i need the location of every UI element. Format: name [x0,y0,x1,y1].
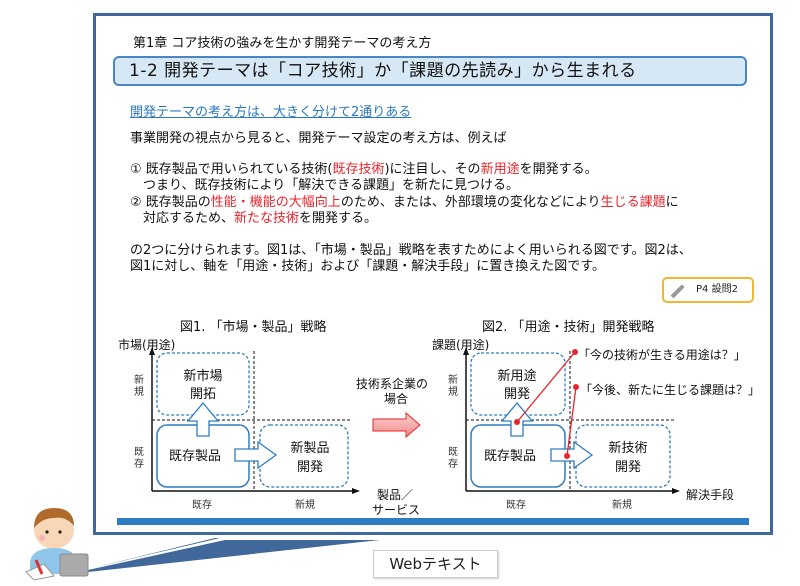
transition-label-l2: 場合 [384,392,409,406]
text-segment: を開発する。 [299,211,378,226]
item2-line1: ② 既存製品の性能・機能の大幅向上のため、または、外部環境の変化などにより生じる… [130,195,679,211]
figure1-x-axis-label-l1: 製品／ [377,488,414,502]
figure2-y-tick-new: 新規 [448,375,458,398]
figure2-box-existing: 既存製品 [484,449,536,464]
pencil-icon [670,284,685,299]
highlight-performance: 性能・機能の大幅向上 [210,195,341,210]
figure1-x-axis-label-l2: サービス [372,503,421,517]
text-segment: ② 既存製品の [130,195,211,210]
text-segment: )に注目し、その [384,162,481,177]
summary-line1: の2つに分けられます。図1は、「市場・製品」戦略を表すためによく用いられる図です… [130,243,692,258]
highlight-new-use: 新用途 [480,162,520,177]
question-link-button[interactable]: P4 設問2 [662,277,754,303]
figure1-diagram: 新市場 開拓 既存製品 新製品 開発 [149,347,360,494]
figure1-y-tick-existing: 既存 [134,447,144,470]
highlight-existing-tech: 既存技術 [332,162,385,177]
figure2-box-new-tech-l2: 開発 [615,460,641,475]
text-segment: ① 既存製品で用いられている技術( [130,162,333,177]
figure1-box-existing: 既存製品 [169,449,221,464]
figure1-x-tick-existing: 既存 [192,500,212,511]
figure2-title: 図2. 「用途・技術」開発戦略 [482,320,655,335]
text-segment: を開発する。 [519,162,598,177]
intro-text: 事業開発の視点から見ると、開発テーマ設定の考え方は、例えば [130,131,507,146]
figure2-box-new-use-l2: 開発 [504,387,530,402]
figure2-x-tick-existing: 既存 [506,500,526,511]
figure2-y-axis-label: 課題(用途) [432,338,490,352]
highlight-new-tech: 新たな技術 [234,211,300,226]
item2-line2: 対応するため、新たな技術を開発する。 [130,211,377,227]
figure2-x-axis-label: 解決手段 [686,488,735,502]
figure2-callout-current-tech: 「今の技術が生きる用途は？」 [578,348,746,362]
item1-line1: ① 既存製品で用いられている技術(既存技術)に注目し、その新用途を開発する。 [130,162,598,178]
figure1-x-tick-new: 新規 [295,500,315,511]
section-title: 1-2 開発テーマは「コア技術」か「課題の先読み」から生まれる [113,56,747,86]
figure1-y-tick-new: 新規 [134,375,144,398]
figure1-box-new-product-l2: 開発 [297,460,323,475]
text-segment: のため、または、外部環境の変化などにより [340,195,601,210]
figure1-box-new-product-l1: 新製品 [290,440,329,456]
subheading-link: 開発テーマの考え方は、大きく分けて2通りある [130,105,412,120]
figure1-y-axis-label: 市場(用途) [118,338,176,352]
bottom-accent-bar [117,518,749,525]
highlight-arising-issues: 生じる課題 [600,195,666,210]
web-text-label: Webテキスト [373,550,498,578]
question-link-label: P4 設問2 [696,284,738,295]
text-segment: に [665,195,679,210]
student-illustration [25,508,89,581]
transition-label-l1: 技術系企業の [356,377,429,391]
text-segment: 対応するため、 [130,211,235,226]
figure2-x-tick-new: 新規 [612,500,632,511]
figure2-box-new-use-l1: 新用途 [497,368,536,384]
figure2-diagram: 新用途 開発 既存製品 新技術 開発 [463,347,680,494]
content-frame [93,13,773,535]
figure2-y-tick-existing: 既存 [448,447,458,470]
figure1-box-new-market-l2: 開拓 [190,387,216,402]
figure1-title: 図1. 「市場・製品」戦略 [180,320,327,335]
chapter-heading: 第1章 コア技術の強みを生かす開発テーマの考え方 [133,36,432,51]
figure1-box-new-market-l1: 新市場 [183,368,222,384]
summary-line2: 図1に対し、軸を「用途・技術」および「課題・解決手段」に置き換えた図です。 [130,259,605,274]
figure2-callout-future-issues: 「今後、新たに生じる課題は？」 [580,383,761,397]
transition-arrow-icon [372,412,421,438]
item1-line2: つまり、既存技術により「解決できる課題」を新たに見つける。 [130,178,519,193]
figure2-box-new-tech-l1: 新技術 [608,440,647,456]
